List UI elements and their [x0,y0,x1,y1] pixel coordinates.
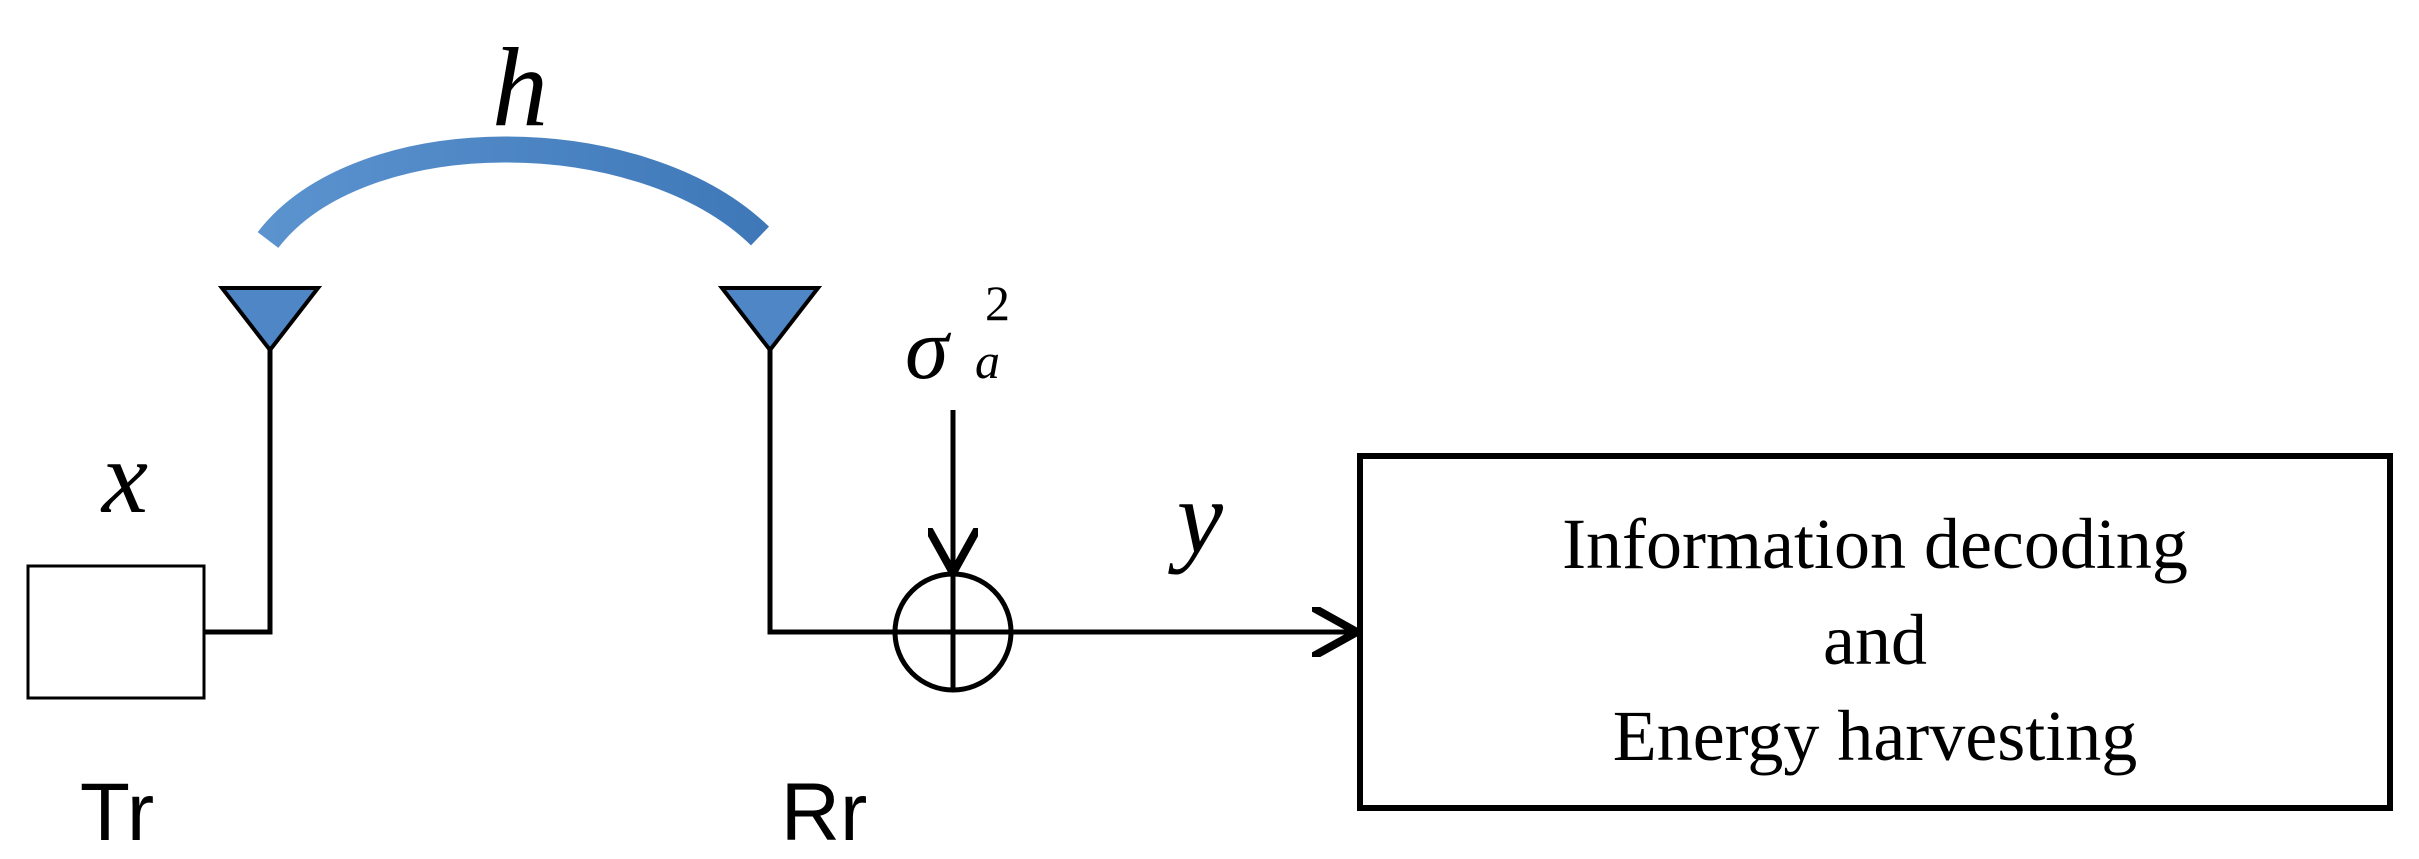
adder-symbol [892,571,1014,693]
transmitter-wire [204,348,273,635]
channel-label: h [492,26,548,150]
receiver-label: Rr [781,767,868,858]
output-block [1357,453,2393,811]
receiver-antenna [717,286,823,354]
transmit-signal-label: x [100,420,148,535]
noise-superscript: 2 [985,275,1010,331]
noise-label: σ 2 a [905,275,1010,398]
transmitter-antenna [217,286,323,354]
noise-subscript: a [975,333,1000,389]
output-block-line3: Energy harvesting [1613,696,2138,776]
received-signal-label: y [1168,460,1224,575]
receiver-wire [767,348,894,635]
transmitter-box [26,564,206,700]
channel-arc [257,136,770,249]
transmitter-label: Tr [80,767,154,858]
output-block-line2: and [1823,600,1927,680]
noise-symbol: σ [905,301,952,398]
output-block-line1: Information decoding [1562,504,2188,584]
